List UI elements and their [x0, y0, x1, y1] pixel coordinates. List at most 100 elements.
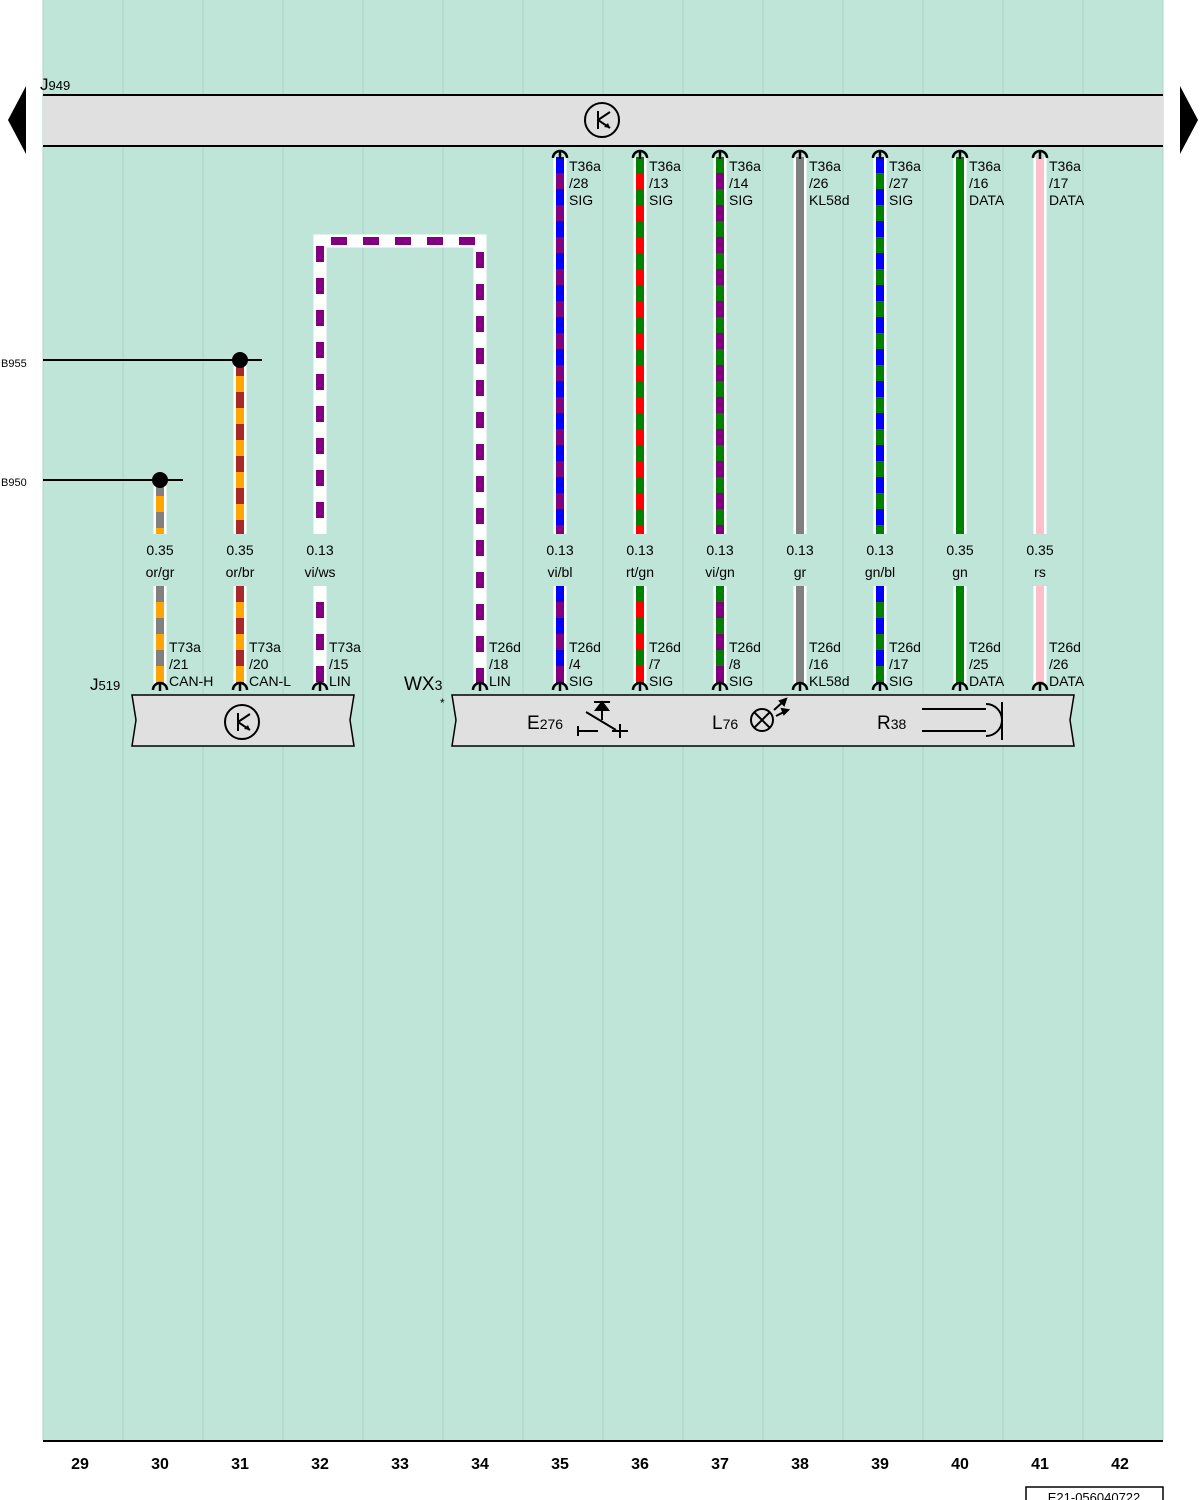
- wire-color-label: vi/gn: [705, 564, 735, 580]
- wire-color-label: vi/bl: [548, 564, 573, 580]
- column-number: 41: [1031, 1456, 1049, 1473]
- pin-label: SIG: [569, 673, 593, 689]
- pin-label: SIG: [649, 192, 673, 208]
- pin-label: /17: [1049, 175, 1069, 191]
- splice-dot: [152, 472, 168, 488]
- pin-label: LIN: [329, 673, 351, 689]
- pin-label: /7: [649, 656, 661, 672]
- lamp-icon: [750, 697, 791, 732]
- bottom-connector: [551, 681, 569, 691]
- wire-color-label: rt/gn: [626, 564, 654, 580]
- pin-label: /25: [969, 656, 989, 672]
- pin-label: T36a: [809, 158, 841, 174]
- next-page-arrow-icon[interactable]: [1180, 86, 1198, 154]
- top-connector: [711, 149, 729, 159]
- pin-label: T73a: [169, 639, 201, 655]
- connectors-layer: [151, 149, 1049, 691]
- document-code: E21-056040722: [1048, 1490, 1141, 1500]
- wire-size-label: 0.35: [146, 542, 173, 558]
- document-code-box: [1025, 1486, 1164, 1500]
- bottom-connector: [231, 681, 249, 691]
- top-connector: [551, 149, 569, 159]
- antenna-icon: [922, 702, 1003, 740]
- left-component-box: [131, 694, 355, 747]
- pin-label: /21: [169, 656, 189, 672]
- bottom-connector: [1031, 681, 1049, 691]
- pin-label: T36a: [569, 158, 601, 174]
- pin-label: T36a: [1049, 158, 1081, 174]
- pin-label: /16: [809, 656, 829, 672]
- pin-label: SIG: [729, 192, 753, 208]
- part-label-l76: L76: [712, 713, 738, 734]
- pin-label: SIG: [889, 673, 913, 689]
- pin-label: DATA: [969, 673, 1005, 689]
- reference-label-b950: B950: [1, 477, 27, 489]
- pin-label: /8: [729, 656, 741, 672]
- bottom-connector: [311, 681, 329, 691]
- wire-size-label: 0.35: [946, 542, 973, 558]
- control-unit-icon: [224, 704, 260, 740]
- top-connector: [951, 149, 969, 159]
- column-number: 39: [871, 1456, 889, 1473]
- pin-label: /20: [249, 656, 269, 672]
- right-component-label: WX3: [404, 674, 443, 695]
- pin-label: /28: [569, 175, 589, 191]
- reference-label-b955: B955: [1, 358, 27, 370]
- wire-labels-layer: 0.35or/grT73a/21CAN-H0.35or/brT73a/20CAN…: [146, 158, 1085, 689]
- pin-label: T26d: [729, 639, 761, 655]
- column-number: 40: [951, 1456, 969, 1473]
- wire-size-label: 0.13: [706, 542, 733, 558]
- wire-color-label: gn: [952, 564, 968, 580]
- wire-color-label: gn/bl: [865, 564, 895, 580]
- pin-label: T26d: [809, 639, 841, 655]
- pin-label: KL58d: [809, 192, 849, 208]
- column-number: 30: [151, 1456, 169, 1473]
- column-number: 33: [391, 1456, 409, 1473]
- wire-color-label: gr: [794, 564, 807, 580]
- bottom-connector: [871, 681, 889, 691]
- bottom-connector: [711, 681, 729, 691]
- wire-loop-vi-ws: [313, 234, 487, 684]
- column-number: 42: [1111, 1456, 1129, 1473]
- wire-size-label: 0.13: [306, 542, 333, 558]
- pin-label: T26d: [649, 639, 681, 655]
- wire-size-label: 0.35: [1026, 542, 1053, 558]
- pin-label: /17: [889, 656, 909, 672]
- column-number: 31: [231, 1456, 249, 1473]
- pin-label: SIG: [889, 192, 913, 208]
- pin-label: KL58d: [809, 673, 849, 689]
- right-component-asterisk: *: [440, 696, 445, 710]
- part-label-r38: R38: [877, 713, 907, 734]
- wire-size-label: 0.35: [226, 542, 253, 558]
- pin-label: T36a: [729, 158, 761, 174]
- pin-label: /26: [809, 175, 829, 191]
- pin-label: DATA: [969, 192, 1005, 208]
- column-number: 37: [711, 1456, 729, 1473]
- pin-label: /16: [969, 175, 989, 191]
- pin-label: LIN: [489, 673, 511, 689]
- wire-stripe-color: [316, 237, 484, 684]
- bottom-connector: [951, 681, 969, 691]
- wire-color-label: or/br: [226, 564, 255, 580]
- pin-label: T36a: [969, 158, 1001, 174]
- pin-label: /18: [489, 656, 509, 672]
- column-number: 34: [471, 1456, 489, 1473]
- column-number: 29: [71, 1456, 89, 1473]
- pin-label: DATA: [1049, 192, 1085, 208]
- pin-label: T26d: [1049, 639, 1081, 655]
- wire-size-label: 0.13: [546, 542, 573, 558]
- column-number: 38: [791, 1456, 809, 1473]
- pin-label: /13: [649, 175, 669, 191]
- left-component-label: J519: [90, 675, 120, 694]
- pin-label: /14: [729, 175, 749, 191]
- wire-size-label: 0.13: [626, 542, 653, 558]
- bottom-connector: [151, 681, 169, 691]
- wire-size-label: 0.13: [786, 542, 813, 558]
- previous-page-arrow-icon[interactable]: [8, 86, 26, 154]
- wire-color-label: vi/ws: [304, 564, 335, 580]
- bottom-connector: [471, 681, 489, 691]
- pin-label: SIG: [569, 192, 593, 208]
- column-number: 32: [311, 1456, 329, 1473]
